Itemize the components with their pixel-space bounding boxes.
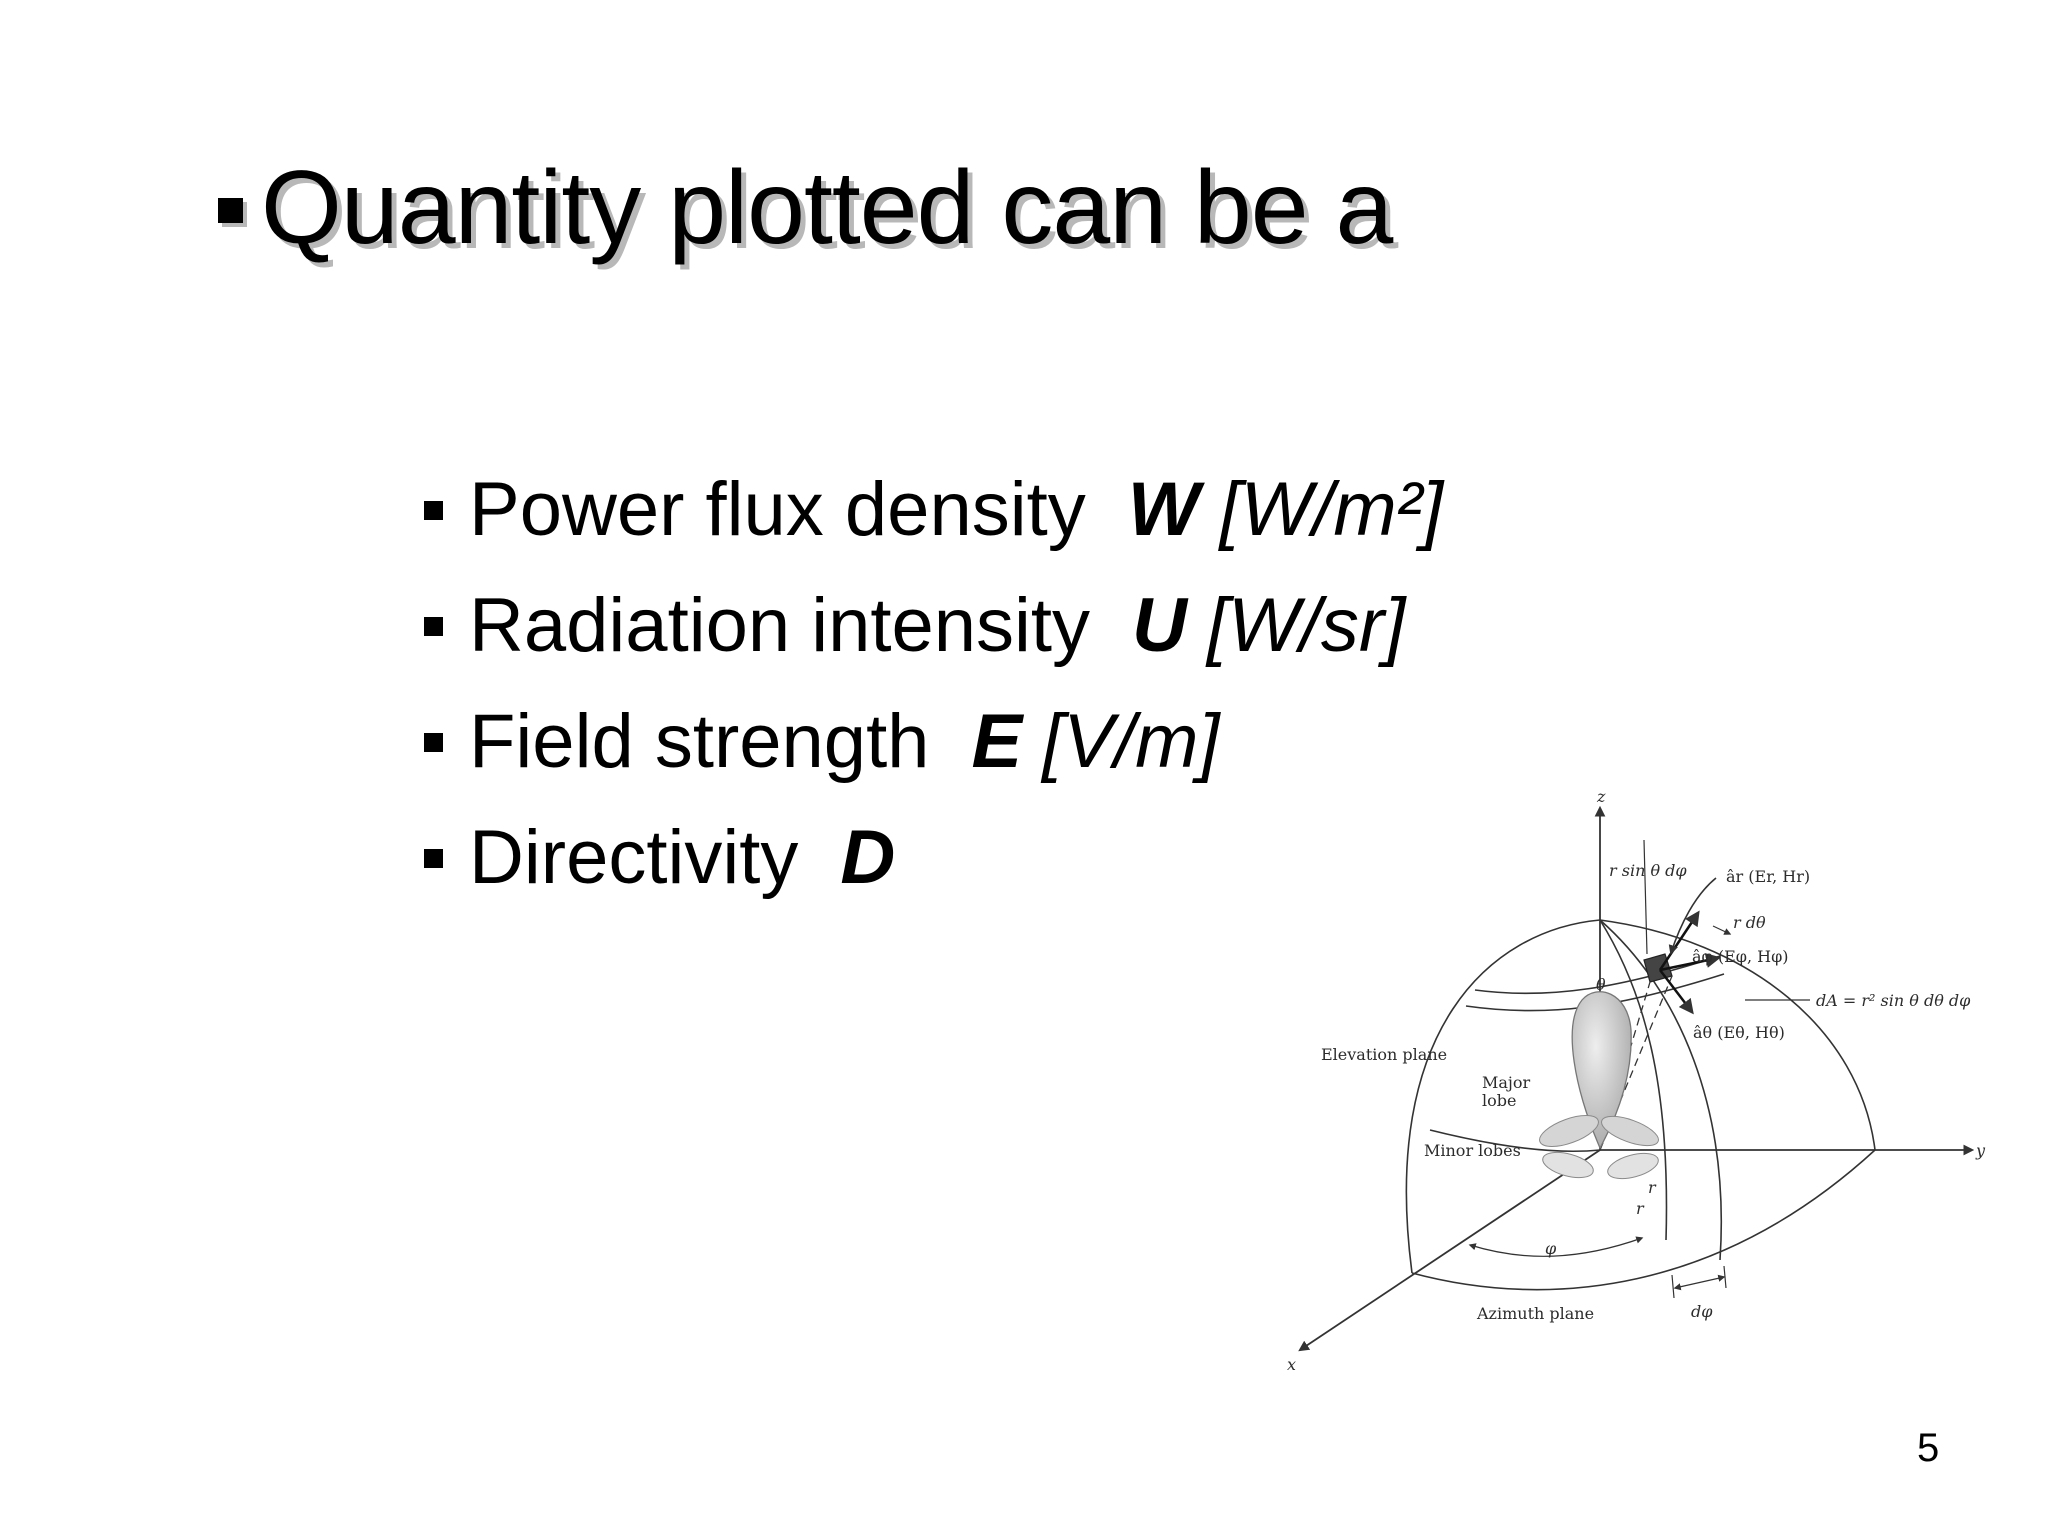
- upper-latitude-band: [1474, 955, 1721, 995]
- major-lobe-label-line1: Major: [1482, 1073, 1531, 1092]
- radiation-lobes: [1539, 991, 1659, 1180]
- coordinate-axes: [1298, 805, 1975, 1352]
- subbullet-radiation-intensity: Radiation intensity U[W/sr]: [424, 568, 1624, 684]
- major-lobe-label-line2: lobe: [1482, 1091, 1516, 1110]
- x-axis: [1298, 1149, 1601, 1352]
- sphere-outline: [1405, 919, 1876, 1291]
- quantity-name: Radiation intensity: [469, 583, 1091, 668]
- minor-lobes-label: Minor lobes: [1424, 1141, 1521, 1160]
- bullet-square-icon: [424, 500, 443, 520]
- aphi-label: âφ (Eφ, Hφ): [1692, 947, 1789, 966]
- quantity-symbol: U: [1132, 583, 1187, 668]
- minor-lobe-lower-right: [1607, 1152, 1659, 1180]
- second-meridian: [1599, 919, 1668, 1241]
- y-label: y: [1975, 1141, 1986, 1160]
- x-label: x: [1287, 1355, 1296, 1374]
- ar-vector: [1658, 910, 1700, 971]
- radius-label-2: r: [1636, 1199, 1645, 1218]
- bullet-square-icon: [424, 616, 443, 636]
- r-sin-theta-label: r sin θ dφ: [1609, 861, 1687, 880]
- ar-label: âr (Er, Hr): [1726, 867, 1810, 886]
- subbullet-directivity: Directivity D: [424, 800, 1624, 916]
- diagram-labels: z y x r sin θ dφ âr (Er, Hr) r dθ âφ (Eφ…: [1287, 787, 1986, 1374]
- bullet-square-icon: [424, 848, 443, 868]
- r-dtheta-leader: [1712, 925, 1732, 935]
- z-label: z: [1596, 787, 1606, 806]
- bullet-square-icon: [424, 732, 443, 752]
- dimension-lines: [1468, 839, 1810, 1299]
- radiation-pattern-diagram: z y x r sin θ dφ âr (Er, Hr) r dθ âφ (Eφ…: [1287, 780, 1986, 1374]
- quantity-unit: [V/m]: [1042, 699, 1220, 784]
- radius-label-1: r: [1648, 1178, 1657, 1197]
- subbullet-list: Power flux density W[W/m²] Radiation inte…: [424, 452, 1624, 916]
- ar-callout-arrow: [1668, 877, 1717, 955]
- left-meridian: [1405, 919, 1601, 1274]
- dphi-line: [1673, 1274, 1726, 1291]
- page-number: 5: [1917, 1426, 1940, 1470]
- front-meridian: [1599, 919, 1723, 1261]
- minor-lobe-right: [1601, 1115, 1659, 1147]
- quantity-unit: [W/sr]: [1206, 583, 1406, 668]
- elevation-plane-line: [1429, 1129, 1601, 1153]
- azimuth-plane-label: Azimuth plane: [1476, 1304, 1594, 1323]
- phi-arc: [1468, 1236, 1644, 1257]
- atheta-label: âθ (Eθ, Hθ): [1693, 1023, 1785, 1042]
- quantity-name: Directivity: [469, 815, 799, 900]
- quantity-symbol: W: [1127, 467, 1200, 552]
- dphi-label: dφ: [1691, 1302, 1713, 1321]
- bullet-square-icon: [218, 197, 243, 223]
- quantity-symbol: E: [971, 699, 1023, 784]
- phi-label: φ: [1545, 1239, 1557, 1258]
- aphi-vector: [1659, 953, 1721, 972]
- subbullet-field-strength: Field strength E[V/m]: [424, 684, 1624, 800]
- quantity-symbol: D: [840, 815, 896, 900]
- theta-label: θ: [1596, 975, 1606, 994]
- quantity-unit: [W/m²]: [1219, 467, 1444, 552]
- azimuth-boundary: [1411, 1149, 1876, 1291]
- r-sin-theta-leader: [1643, 839, 1648, 955]
- right-meridian: [1599, 919, 1876, 1151]
- minor-lobe-lower-left: [1542, 1151, 1594, 1179]
- r-dtheta-label: r dθ: [1733, 913, 1766, 932]
- quantity-name: Field strength: [469, 699, 930, 784]
- minor-lobe-left: [1539, 1115, 1599, 1147]
- major-lobe-shape: [1571, 991, 1632, 1150]
- subbullet-power-flux-density: Power flux density W[W/m²]: [424, 452, 1624, 568]
- elevation-plane-label: Elevation plane: [1321, 1045, 1447, 1064]
- da-label: dA = r² sin θ dθ dφ: [1816, 991, 1971, 1010]
- dphi-left-tick: [1671, 1274, 1675, 1299]
- atheta-vector: [1659, 969, 1694, 1015]
- unit-vectors: [1658, 877, 1721, 1015]
- quantity-name: Power flux density: [469, 467, 1086, 552]
- dphi-right-tick: [1723, 1265, 1727, 1289]
- main-bullet: Quantity plotted can be a: [218, 150, 1393, 266]
- slide-title: Quantity plotted can be a: [261, 150, 1393, 266]
- spherical-coordinate-diagram: z y x r sin θ dφ âr (Er, Hr) r dθ âφ (Eφ…: [1287, 787, 1986, 1374]
